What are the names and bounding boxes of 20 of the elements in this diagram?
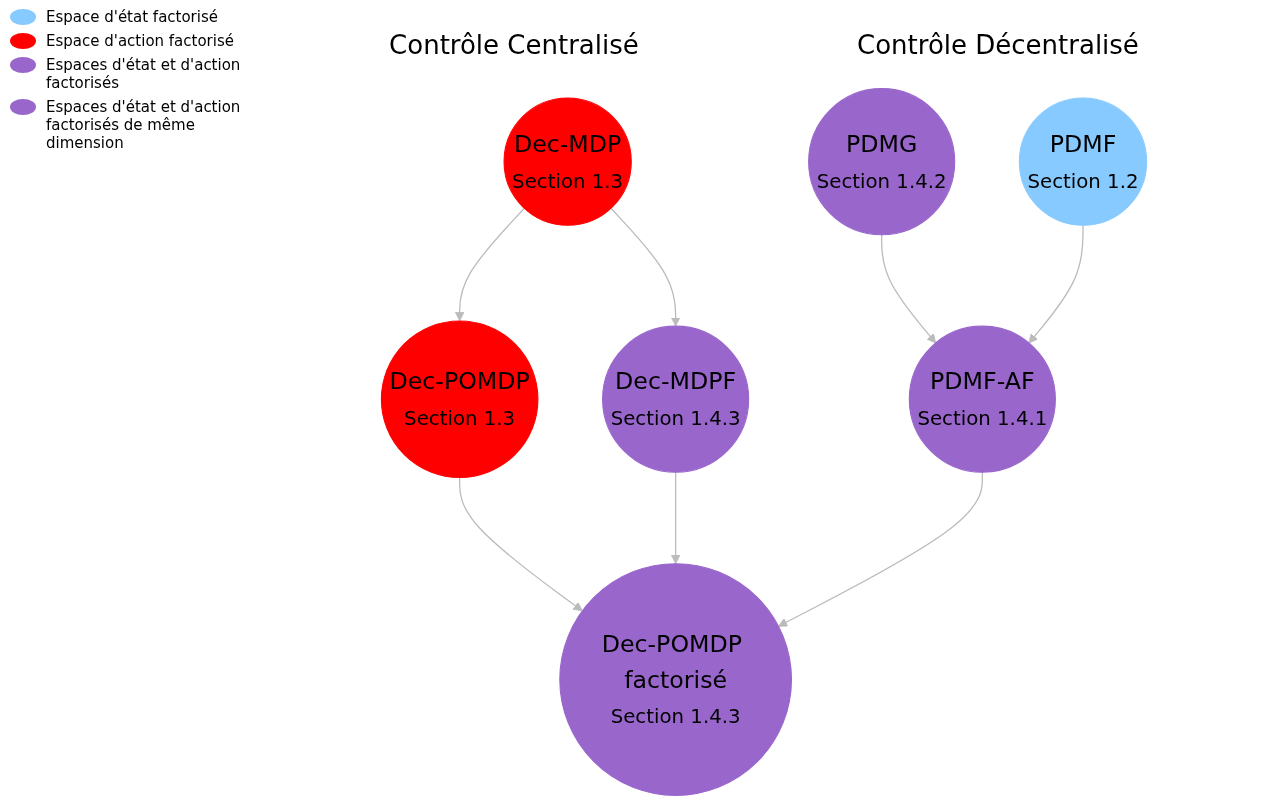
- arrow: [778, 471, 983, 627]
- node-circle: Dec-MDPF Section 1.4.3: [602, 325, 750, 473]
- node-circle: PDMF Section 1.2: [1018, 97, 1148, 226]
- arrow: [1028, 224, 1084, 344]
- arrow: [610, 207, 681, 327]
- legend-text: Espace d'état factorisé: [46, 8, 218, 26]
- legend-text: Espaces d'état et d'action factorisés de même dimension: [46, 98, 242, 152]
- column-heading: Contrôle Centralisé: [389, 30, 639, 60]
- node-circle: Dec-POMDP Section 1.3: [380, 320, 539, 479]
- arrow: [454, 207, 525, 322]
- node-circle: Dec-MDP Section 1.3: [503, 97, 632, 226]
- node-circle: Dec-POMDP factorisé Section 1.4.3: [559, 563, 793, 796]
- arrow: [670, 471, 681, 565]
- legend-text: Espaces d'état et d'action factorisés: [46, 56, 242, 92]
- legend-text: Espace d'action factorisé: [46, 32, 234, 50]
- column-heading: Contrôle Décentralisé: [857, 30, 1139, 60]
- arrow: [881, 234, 937, 344]
- arrow: [459, 476, 583, 612]
- node-circle: PDMG Section 1.4.2: [808, 88, 956, 236]
- node-circle: PDMF-AF Section 1.4.1: [908, 325, 1056, 473]
